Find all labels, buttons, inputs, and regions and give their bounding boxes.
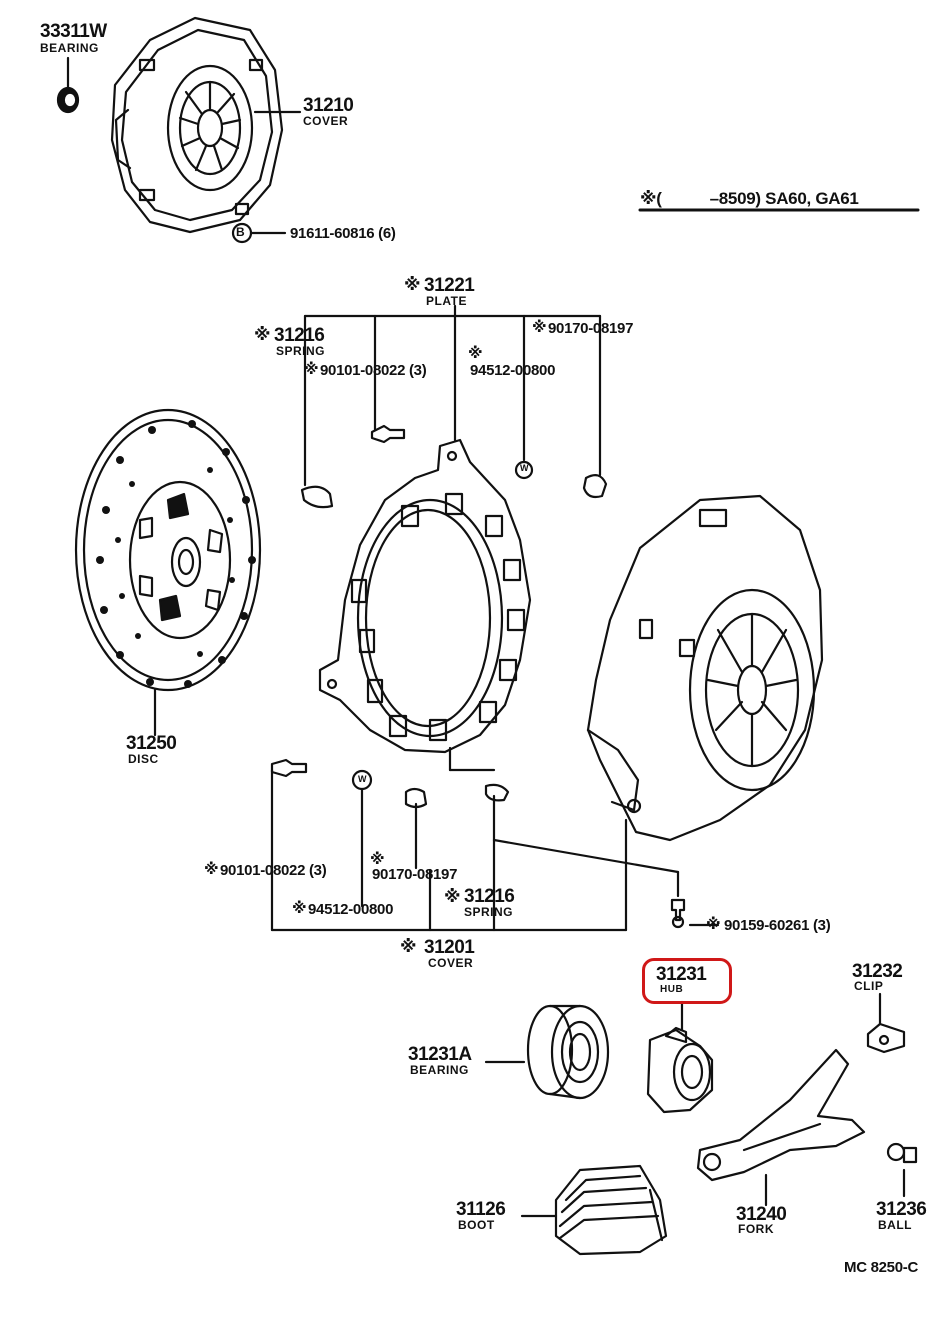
disc-rivets bbox=[96, 420, 256, 688]
part-31231a-name: BEARING bbox=[410, 1063, 469, 1077]
part-31126-name: BOOT bbox=[458, 1218, 495, 1232]
part-31250-number: 31250 bbox=[126, 733, 177, 754]
model-note-range: –8509) SA60, GA61 bbox=[709, 189, 859, 208]
part-90170-upper-number: 90170-08197 bbox=[548, 320, 634, 337]
star-31216-upper: ※ bbox=[254, 325, 271, 344]
callout-lines-lower bbox=[270, 746, 680, 932]
part-31232-number: 31232 bbox=[852, 961, 903, 982]
star-90159: ※ bbox=[706, 916, 721, 933]
star-31201: ※ bbox=[400, 937, 417, 956]
part-94512-upper-number: 94512-00800 bbox=[470, 362, 556, 379]
part-31250-name: DISC bbox=[128, 752, 159, 766]
pilot-bearing-drawing bbox=[56, 56, 80, 114]
star-90101-lower: ※ bbox=[204, 861, 219, 878]
star-31221: ※ bbox=[404, 275, 421, 294]
part-31210-number: 31210 bbox=[303, 95, 354, 116]
release-bearing-drawing bbox=[484, 1004, 610, 1100]
part-90159-number: 90159-60261 (3) bbox=[724, 917, 831, 934]
part-31210-name: COVER bbox=[303, 114, 349, 128]
part-31240-name: FORK bbox=[738, 1222, 774, 1236]
part-31201-name: COVER bbox=[428, 956, 474, 970]
part-90101-upper-number: 90101-08022 (3) bbox=[320, 362, 427, 379]
model-note: ※( –8509) SA60, GA61 bbox=[640, 190, 859, 207]
figure-code: MC 8250-C bbox=[844, 1259, 918, 1276]
part-31216-upper-name: SPRING bbox=[276, 344, 326, 358]
star-31216-lower: ※ bbox=[444, 887, 461, 906]
part-31240-number: 31240 bbox=[736, 1204, 787, 1225]
star-90101-upper: ※ bbox=[304, 361, 319, 378]
clutch-disc-drawing bbox=[74, 408, 262, 737]
star-90170-upper: ※ bbox=[532, 319, 547, 336]
star-94512-lower: ※ bbox=[292, 900, 307, 917]
part-31231a-number: 31231A bbox=[408, 1044, 472, 1065]
model-note-paren: ( bbox=[656, 189, 662, 208]
part-31126-number: 31126 bbox=[456, 1199, 506, 1220]
part-31216-lower-name: SPRING bbox=[464, 905, 514, 919]
bolt-symbol: B bbox=[236, 225, 245, 239]
pressure-plate-drawing bbox=[318, 438, 532, 754]
hub-highlight-box bbox=[642, 958, 732, 1004]
hub-drawing bbox=[646, 1000, 714, 1114]
part-31232-name: CLIP bbox=[854, 979, 884, 993]
part-94512-lower-number: 94512-00800 bbox=[308, 901, 394, 918]
callout-lines-upper bbox=[303, 304, 602, 487]
part-90170-lower-number: 90170-08197 bbox=[372, 866, 458, 883]
part-33311w-name: BEARING bbox=[40, 41, 99, 55]
part-31236-name: BALL bbox=[878, 1218, 912, 1232]
part-31231-number: 31231 bbox=[656, 964, 707, 985]
washer-symbol-upper: W bbox=[520, 463, 529, 473]
washer-symbol-lower: W bbox=[358, 774, 367, 784]
part-31236-number: 31236 bbox=[876, 1199, 927, 1220]
part-31216-lower-number: 31216 bbox=[464, 886, 515, 907]
part-31221-number: 31221 bbox=[424, 275, 475, 296]
part-31231-name: HUB bbox=[660, 984, 684, 995]
part-33311w-number: 33311W bbox=[40, 21, 107, 42]
part-31221-name: PLATE bbox=[426, 294, 467, 308]
boot-drawing bbox=[520, 1164, 668, 1256]
clutch-cover-top-drawing bbox=[110, 16, 284, 234]
part-31201-number: 31201 bbox=[424, 937, 475, 958]
model-note-star: ※ bbox=[640, 189, 657, 208]
part-90101-lower-number: 90101-08022 (3) bbox=[220, 862, 327, 879]
star-94512-upper: ※ bbox=[468, 345, 483, 362]
release-fork-drawing bbox=[696, 1048, 866, 1207]
part-31216-upper-number: 31216 bbox=[274, 325, 325, 346]
part-91611-number: 91611-60816 (6) bbox=[290, 225, 396, 242]
clutch-cover-right-drawing bbox=[586, 494, 824, 842]
star-90170-lower: ※ bbox=[370, 851, 385, 868]
